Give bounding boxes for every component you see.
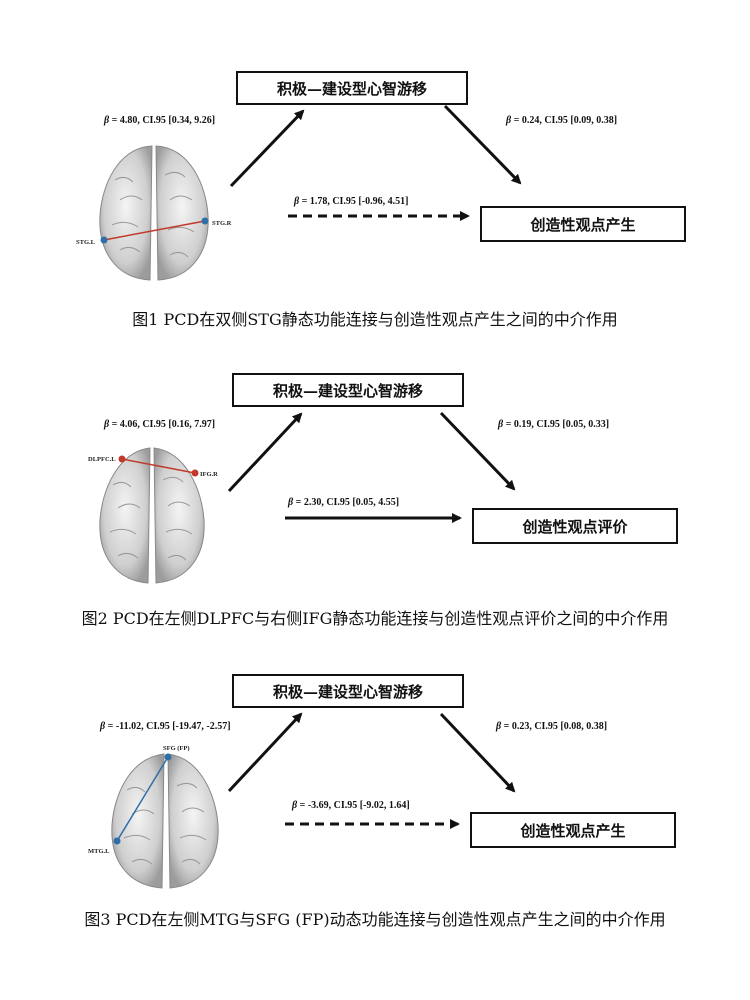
node-2-marker: [164, 753, 172, 761]
figure-1-graphics: STG.L STG.R: [76, 104, 522, 281]
functional-connection-line: [103, 220, 206, 241]
figure-2-graphics: DLPFC.L IFG.R: [88, 411, 516, 584]
outcome-box: 创造性观点产生: [480, 206, 686, 242]
mediator-box: 积极—建设型心智游移: [236, 71, 468, 105]
node-2-label: IFG.R: [200, 471, 218, 478]
node-1-label: DLPFC.L: [88, 456, 116, 463]
brain-image: [111, 753, 219, 889]
path-a-arrow: [229, 109, 305, 188]
functional-connection-line: [121, 458, 196, 474]
path-c-coefficient: β = 2.30, CI.95 [0.05, 4.55]: [288, 497, 400, 508]
figure-3-graphics: MTG.L SFG (FP): [88, 712, 516, 889]
path-c-coefficient: β = 1.78, CI.95 [-0.96, 4.51]: [294, 196, 409, 207]
path-a-coefficient: β = 4.06, CI.95 [0.16, 7.97]: [104, 419, 216, 430]
brain-image: [99, 447, 205, 584]
node-1-marker: [113, 837, 121, 845]
node-2-label: SFG (FP): [163, 745, 190, 752]
path-a-coefficient: β = -11.02, CI.95 [-19.47, -2.57]: [100, 721, 231, 732]
figure-caption: 图2 PCD在左侧DLPFC与右侧IFG静态功能连接与创造性观点评价之间的中介作…: [81, 609, 669, 628]
node-1-label: STG.L: [76, 239, 96, 246]
node-2-marker: [191, 469, 199, 477]
figure-caption: 图1 PCD在双侧STG静态功能连接与创造性观点产生之间的中介作用: [132, 310, 618, 329]
path-a-arrow: [227, 412, 303, 493]
node-1-marker: [118, 455, 126, 463]
node-2-marker: [201, 217, 209, 225]
path-b-arrow: [443, 104, 522, 185]
path-a-coefficient: β = 4.80, CI.95 [0.34, 9.26]: [104, 115, 216, 126]
node-1-label: MTG.L: [88, 848, 110, 855]
functional-connection-line: [116, 756, 169, 842]
path-b-coefficient: β = 0.23, CI.95 [0.08, 0.38]: [496, 721, 608, 732]
mediator-box: 积极—建设型心智游移: [232, 674, 464, 708]
outcome-box: 创造性观点产生: [470, 812, 676, 848]
path-b-coefficient: β = 0.19, CI.95 [0.05, 0.33]: [498, 419, 610, 430]
figure-caption: 图3 PCD在左侧MTG与SFG (FP)动态功能连接与创造性观点产生之间的中介…: [84, 910, 666, 929]
node-2-label: STG.R: [212, 220, 232, 227]
brain-image: [99, 145, 209, 281]
figure-1: STG.L STG.R 积极—建设型心智游移 创造性观点产生 β = 4.80,…: [0, 0, 750, 340]
path-b-coefficient: β = 0.24, CI.95 [0.09, 0.38]: [506, 115, 618, 126]
node-1-marker: [100, 236, 108, 244]
figure-2: DLPFC.L IFG.R 积极—建设型心智游移 创造性观点评价 β = 4.0…: [81, 373, 678, 628]
figure-3: MTG.L SFG (FP) 积极—建设型心智游移 创造性观点产生 β = -1…: [84, 674, 676, 929]
mediator-box: 积极—建设型心智游移: [232, 373, 464, 407]
path-c-coefficient: β = -3.69, CI.95 [-9.02, 1.64]: [292, 800, 410, 811]
outcome-box: 创造性观点评价: [472, 508, 678, 544]
path-b-arrow: [439, 712, 516, 793]
path-b-arrow: [439, 411, 516, 491]
path-a-arrow: [227, 712, 303, 793]
